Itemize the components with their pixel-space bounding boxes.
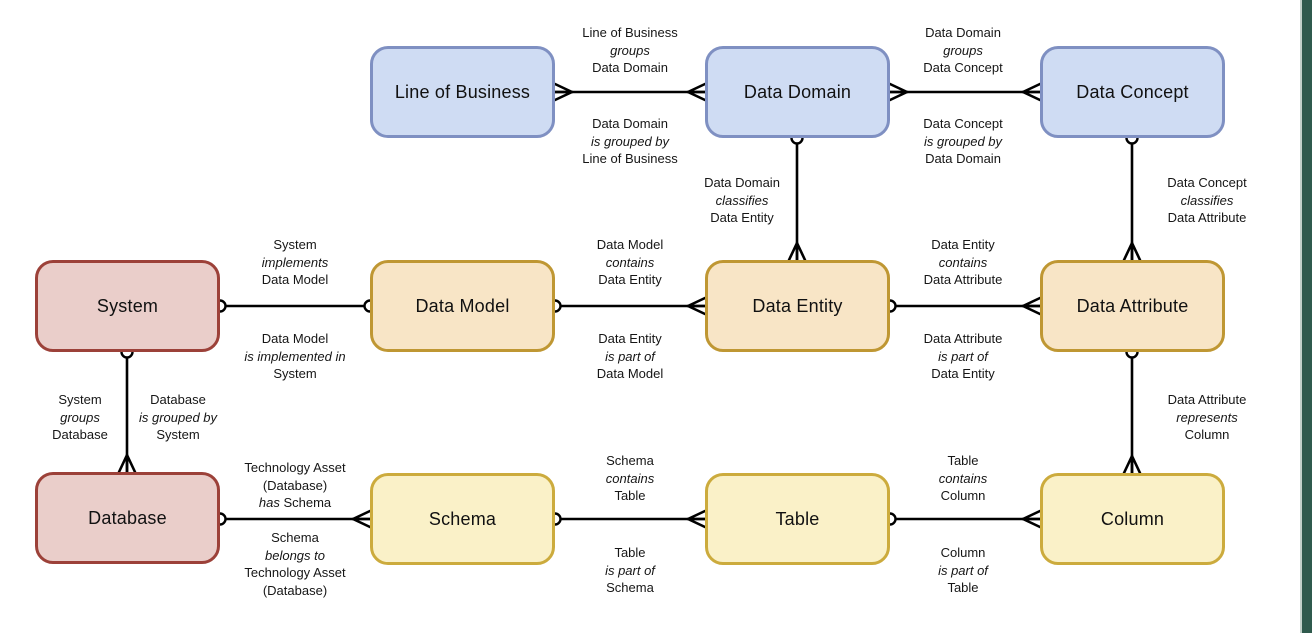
entity-label: Database (88, 507, 167, 528)
entity-box-column: Column (1040, 473, 1225, 565)
entity-box-data-attribute: Data Attribute (1040, 260, 1225, 352)
crowsfoot-at-column-top (1122, 454, 1142, 475)
crowsfoot-at-dataentity-top (787, 241, 807, 262)
relationship-label-technology-asset-has-schema: Technology Asset(Database)has Schema (244, 460, 346, 510)
entity-label: Data Concept (1076, 81, 1189, 102)
entity-box-system: System (35, 260, 220, 352)
entity-label: Data Attribute (1076, 295, 1189, 316)
crowsfoot-at-column-left (1021, 509, 1042, 529)
crowsfoot-at-database-top (117, 453, 137, 474)
crowsfoot-at-dataconcept (1021, 82, 1042, 102)
right-edge-bar (1300, 0, 1312, 633)
entity-box-data-domain: Data Domain (705, 46, 890, 138)
entity-label: Data Domain (743, 81, 852, 102)
crowsfoot-at-table-left (686, 509, 707, 529)
entity-box-data-model: Data Model (370, 260, 555, 352)
entity-box-line-of-business: Line of Business (370, 46, 555, 138)
entity-label: Schema (428, 508, 497, 529)
entity-label: Line of Business (394, 81, 531, 102)
entity-label: System (96, 295, 159, 316)
crowsfoot-at-lob (553, 82, 574, 102)
entity-label: Table (775, 508, 820, 529)
crowsfoot-at-dataattribute-top (1122, 241, 1142, 262)
crowsfoot-at-datadomain-right (888, 82, 909, 102)
entity-box-table: Table (705, 473, 890, 565)
crowsfoot-at-dataentity-left (686, 296, 707, 316)
crowsfoot-at-schema-left (351, 509, 372, 529)
entity-box-data-concept: Data Concept (1040, 46, 1225, 138)
entity-box-database: Database (35, 472, 220, 564)
crowsfoot-at-datadomain-left (686, 82, 707, 102)
entity-label: Data Entity (752, 295, 843, 316)
entity-box-data-entity: Data Entity (705, 260, 890, 352)
entity-label: Column (1100, 508, 1165, 529)
crowsfoot-at-dataattribute-left (1021, 296, 1042, 316)
entity-box-schema: Schema (370, 473, 555, 565)
entity-label: Data Model (415, 295, 510, 316)
